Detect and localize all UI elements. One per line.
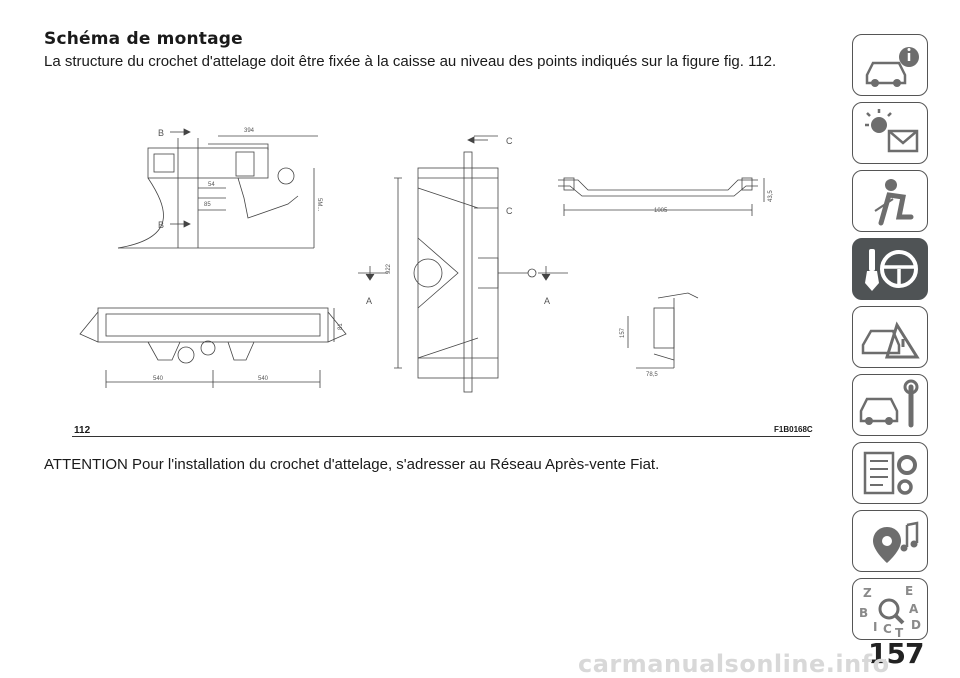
dim-54: 54 <box>208 182 215 188</box>
svg-text:T: T <box>895 626 904 640</box>
specifications-gear-icon <box>863 451 917 495</box>
figure-code: F1B0168C <box>774 425 813 434</box>
section-title: Schéma de montage <box>44 29 243 49</box>
dim-540-right: 540 <box>258 376 269 382</box>
steering-key-icon <box>865 249 918 291</box>
intro-paragraph: La structure du crochet d'attelage doit … <box>44 53 777 70</box>
dim-1005: 1005 <box>654 208 668 214</box>
dim-85: 85 <box>204 202 211 208</box>
tab-multimedia[interactable] <box>852 510 928 572</box>
dim-394: 394 <box>244 128 255 134</box>
detail-view-drawing <box>627 292 699 369</box>
dim-5m: 5M... <box>316 198 322 212</box>
car-wrench-icon <box>859 379 919 428</box>
svg-text:B: B <box>859 606 868 620</box>
dim-540-left: 540 <box>153 376 164 382</box>
car-crash-icon <box>861 321 920 359</box>
tab-index[interactable]: Z E B A I C T D <box>852 578 928 640</box>
svg-text:A: A <box>909 602 919 616</box>
dim-78-5: 78,5 <box>646 372 658 378</box>
watermark: carmanualsonline.info <box>578 650 890 678</box>
warning-light-icon <box>865 109 919 153</box>
seat-airbag-icon <box>874 179 914 226</box>
svg-text:I: I <box>873 620 877 634</box>
tab-safety[interactable] <box>852 170 928 232</box>
tab-car-info[interactable] <box>852 34 928 96</box>
attention-notice: ATTENTION Pour l'installation du crochet… <box>44 456 660 473</box>
dim-43-5: 43,5 <box>768 190 774 202</box>
alphabetical-index-icon: Z E B A I C T D <box>859 584 921 640</box>
tab-technical-data[interactable] <box>852 442 928 504</box>
svg-text:E: E <box>905 584 913 598</box>
label-a-right: A <box>544 296 550 306</box>
figure-number: 112 <box>74 425 91 436</box>
tab-emergency[interactable] <box>852 306 928 368</box>
dim-81: 81 <box>338 323 344 330</box>
dim-922: 922 <box>386 263 392 274</box>
top-view-drawing <box>79 307 347 388</box>
svg-text:D: D <box>911 618 921 632</box>
diagram-arrows <box>170 128 551 281</box>
label-c-mid: C <box>506 206 513 216</box>
dim-157: 157 <box>620 327 626 338</box>
figure-divider <box>72 436 810 437</box>
label-c-top: C <box>506 136 513 146</box>
towbar-mounting-diagram: B B C C A A 394 54 85 5M... 922 1005 43,… <box>79 128 774 393</box>
svg-text:C: C <box>883 622 892 636</box>
label-a-left: A <box>366 296 372 306</box>
plan-view-drawing <box>358 135 568 393</box>
side-view-drawing <box>117 135 318 249</box>
tab-warning-lights[interactable] <box>852 102 928 164</box>
label-b-bottom: B <box>158 220 164 230</box>
beam-view-drawing <box>558 177 765 216</box>
car-info-icon <box>865 47 919 87</box>
page-number: 157 <box>868 637 924 670</box>
svg-text:Z: Z <box>863 586 872 600</box>
tab-starting-driving[interactable] <box>852 238 928 300</box>
label-b-top: B <box>158 128 164 138</box>
multimedia-icon <box>873 521 919 563</box>
tab-maintenance[interactable] <box>852 374 928 436</box>
